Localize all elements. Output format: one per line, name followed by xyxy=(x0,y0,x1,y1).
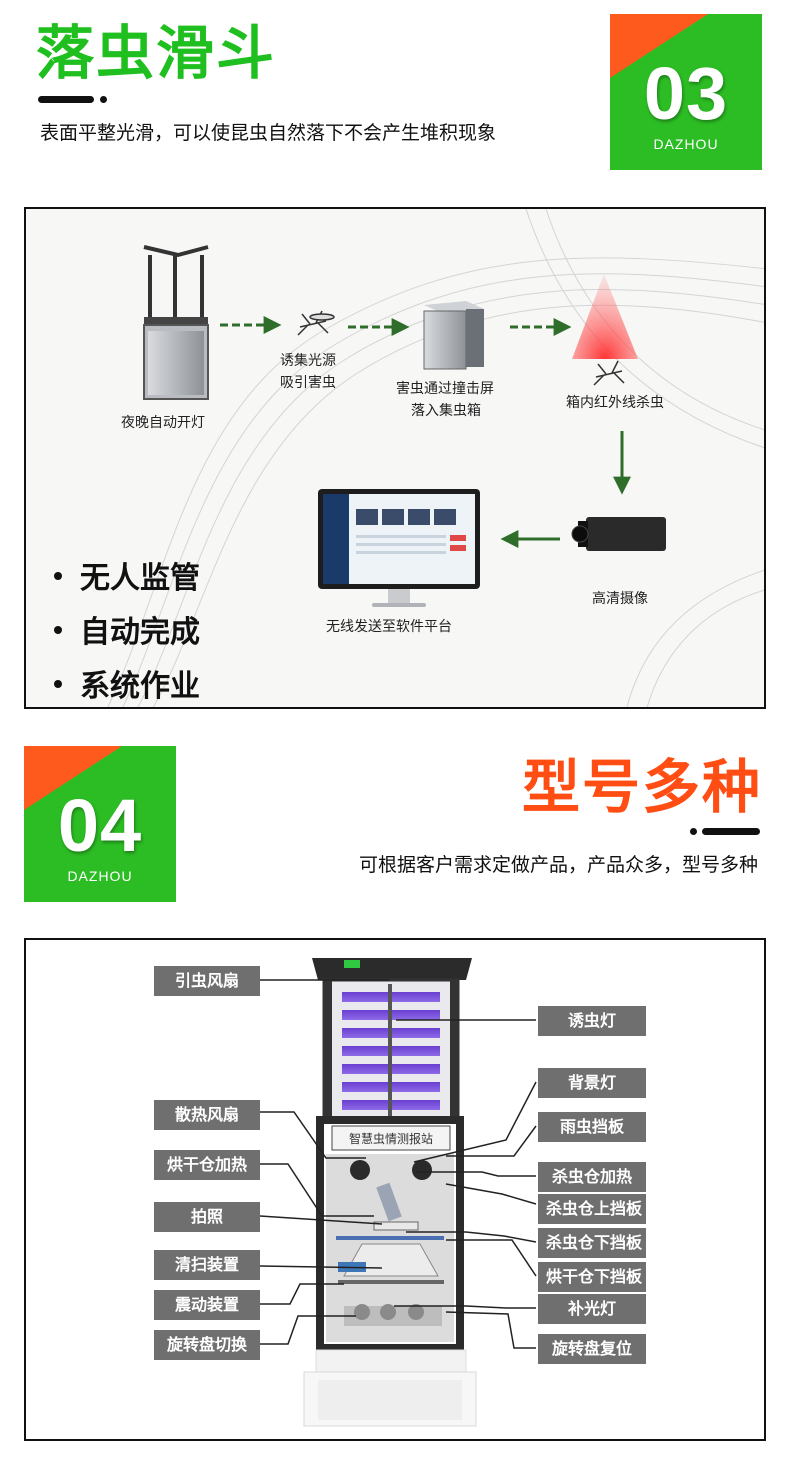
badge-number: 03 xyxy=(643,52,729,135)
section-badge-03: 03 DAZHOU xyxy=(610,14,762,170)
bullet-text: 系统作业 xyxy=(80,669,200,704)
title-underline xyxy=(702,828,760,835)
bullet-dot xyxy=(54,571,62,580)
bullet-item: 自动完成 xyxy=(54,613,200,653)
mosquito-killed-icon xyxy=(593,360,625,386)
label-rain-baffle: 雨虫挡板 xyxy=(538,1112,646,1142)
infrared-laser xyxy=(572,274,638,359)
label-lure-lamp: 诱虫灯 xyxy=(538,1006,646,1036)
title-underline-dot xyxy=(100,96,107,103)
label-turntable-reset: 旋转盘复位 xyxy=(538,1334,646,1364)
bullet-dot xyxy=(54,679,62,688)
hd-camera-illustration xyxy=(571,517,666,551)
section-badge-04: 04 DAZHOU xyxy=(24,746,176,902)
bullet-item: 系统作业 xyxy=(54,667,200,707)
label-backlight: 背景灯 xyxy=(538,1068,646,1098)
badge-corner xyxy=(24,746,122,810)
label-kill-upper-baffle: 杀虫仓上挡板 xyxy=(538,1194,646,1224)
title-underline xyxy=(38,96,94,103)
callout-lines-right xyxy=(394,1019,537,1349)
callout-lines-left xyxy=(259,979,390,1345)
step-attract-label-1: 诱集光源 xyxy=(280,353,336,369)
title-underline-dot xyxy=(690,828,697,835)
badge-brand: DAZHOU xyxy=(653,136,719,152)
monitor-illustration xyxy=(318,489,480,607)
collection-box-illustration xyxy=(423,301,484,370)
label-drying-lower-baffle: 烘干仓下挡板 xyxy=(538,1262,646,1292)
device-component-diagram: 智慧虫情测报站 引虫风扇 散热风扇 烘干仓加热 拍照 清扫装置 震动装置 旋转盘… xyxy=(24,938,766,1441)
section3-title: 落虫滑斗 xyxy=(36,19,277,87)
flow-arrows xyxy=(220,316,631,548)
label-cleaning-device: 清扫装置 xyxy=(154,1250,260,1280)
step-attract-label-2: 吸引害虫 xyxy=(280,375,336,391)
device-illustration xyxy=(259,958,537,1427)
label-fill-light: 补光灯 xyxy=(538,1294,646,1324)
bullet-dot xyxy=(54,625,62,634)
label-vibration-device: 震动装置 xyxy=(154,1290,260,1320)
label-cooling-fan: 散热风扇 xyxy=(154,1100,260,1130)
badge-corner xyxy=(610,14,708,78)
insect-trap-illustration xyxy=(143,245,209,400)
label-drying-heater: 烘干仓加热 xyxy=(154,1150,260,1180)
mosquito-icon xyxy=(297,310,335,336)
decorative-waves xyxy=(107,209,764,707)
label-lure-fan: 引虫风扇 xyxy=(154,966,260,996)
label-kill-lower-baffle: 杀虫仓下挡板 xyxy=(538,1228,646,1258)
bullet-text: 无人监管 xyxy=(80,561,200,596)
badge-number: 04 xyxy=(57,784,143,867)
section4-title: 型号多种 xyxy=(521,753,762,821)
device-sign: 智慧虫情测报站 xyxy=(348,1132,433,1146)
label-kill-heater: 杀虫仓加热 xyxy=(538,1162,646,1192)
label-photo: 拍照 xyxy=(154,1202,260,1232)
step-hit-label-2: 落入集虫箱 xyxy=(411,403,481,419)
step-kill-label: 箱内红外线杀虫 xyxy=(566,395,664,411)
section3-description: 表面平整光滑，可以使昆虫自然落下不会产生堆积现象 xyxy=(40,122,497,144)
workflow-graphics xyxy=(107,209,764,707)
step-platform-label: 无线发送至软件平台 xyxy=(326,619,452,635)
step-hit-label-1: 害虫通过撞击屏 xyxy=(396,381,494,397)
step-lamp-label: 夜晚自动开灯 xyxy=(121,415,205,431)
workflow-diagram: 夜晚自动开灯 诱集光源 吸引害虫 害虫通过撞击屏 落入集虫箱 箱内红外线杀虫 高… xyxy=(24,207,766,709)
label-turntable-switch: 旋转盘切换 xyxy=(154,1330,260,1360)
step-camera-label: 高清摄像 xyxy=(592,591,648,607)
section4-description: 可根据客户需求定做产品，产品众多，型号多种 xyxy=(358,854,758,876)
bullet-item: 无人监管 xyxy=(54,559,200,599)
badge-brand: DAZHOU xyxy=(67,868,133,884)
bullet-text: 自动完成 xyxy=(80,615,200,650)
